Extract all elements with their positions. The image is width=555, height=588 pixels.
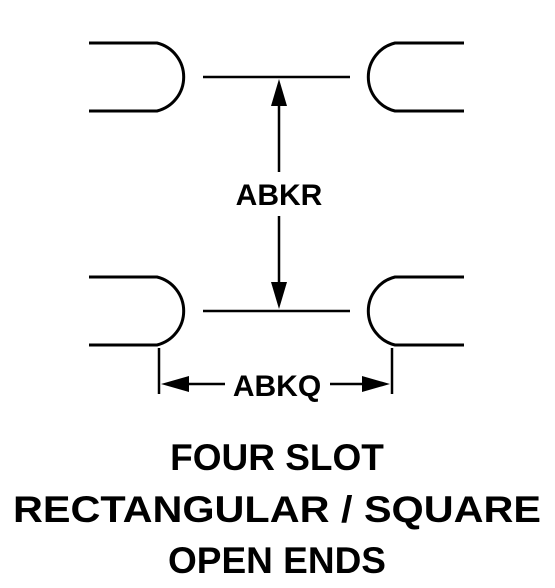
- slot-bottom-left: [89, 275, 186, 347]
- caption-line-2: RECTANGULAR / SQUARE: [13, 489, 541, 530]
- caption-line-3: OPEN ENDS: [168, 540, 386, 581]
- arrow-right-icon: [362, 376, 390, 392]
- arrow-up-icon: [271, 79, 287, 106]
- dimension-label-abkr: ABKR: [236, 179, 323, 212]
- arrow-down-icon: [271, 282, 287, 309]
- slot-top-right: [366, 41, 464, 113]
- dimension-label-abkq: ABKQ: [233, 370, 321, 403]
- slot-top-left: [89, 41, 186, 113]
- arrow-left-icon: [161, 376, 189, 392]
- caption-line-1: FOUR SLOT: [170, 437, 384, 478]
- slot-bottom-right: [366, 275, 464, 347]
